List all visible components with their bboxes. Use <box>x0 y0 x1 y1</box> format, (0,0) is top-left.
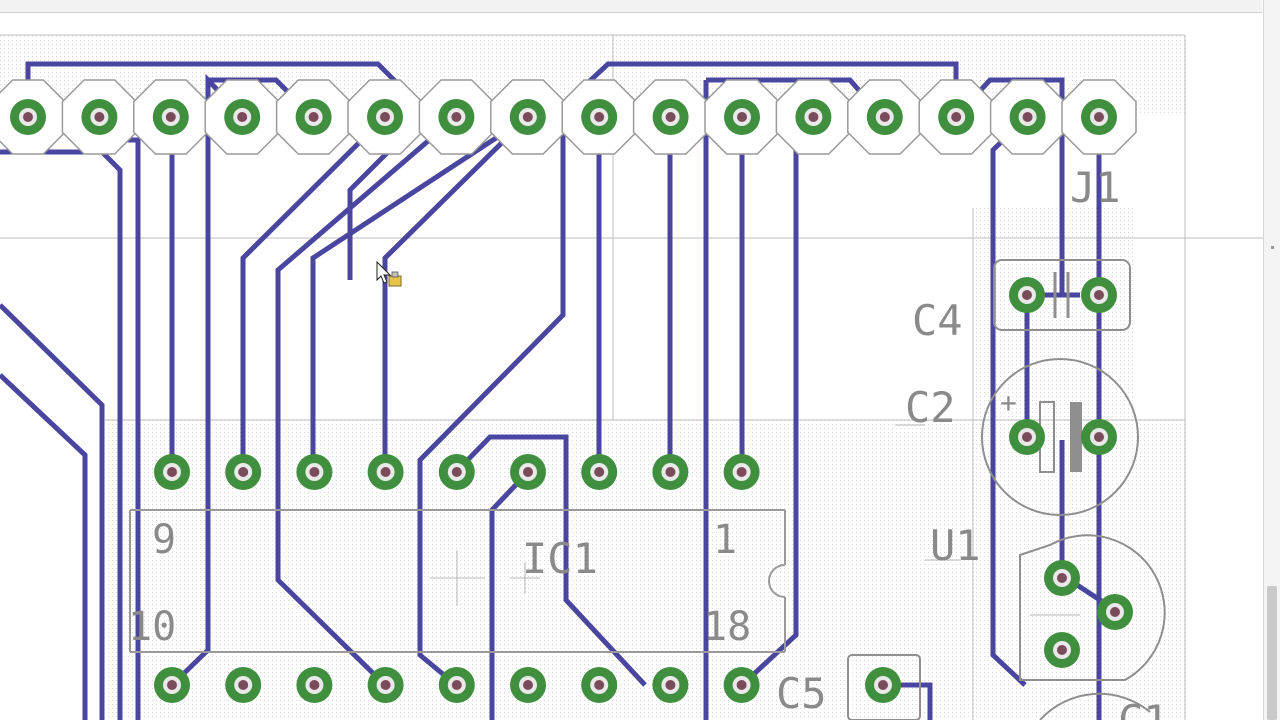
c2-capacitor[interactable] <box>981 358 1139 516</box>
c5-label: C5 <box>776 669 827 718</box>
ic1-pin10-label: 10 <box>128 604 176 650</box>
j1-pad[interactable] <box>0 79 66 155</box>
ic1-pin18-label: 18 <box>703 604 751 650</box>
j1-pad[interactable] <box>847 79 923 155</box>
scroll-marker <box>1271 246 1274 249</box>
j1-pad[interactable] <box>704 79 780 155</box>
ic1-pin9-label: 9 <box>152 517 176 563</box>
origin-markers <box>430 424 1080 616</box>
c4-pad[interactable] <box>1009 277 1045 313</box>
j1-label: J1 <box>1070 163 1121 212</box>
c4-pad[interactable] <box>1081 277 1117 313</box>
j1-pad[interactable] <box>133 79 209 155</box>
u1-pad[interactable] <box>1097 594 1133 630</box>
ic1-outline <box>129 509 786 653</box>
ic1-pad-top[interactable] <box>367 454 404 490</box>
c1-label: C1 <box>1118 696 1169 720</box>
j1-pad[interactable] <box>775 79 852 155</box>
c2-polarity-mark: + <box>1000 386 1017 419</box>
u1-pad[interactable] <box>1044 632 1080 668</box>
j1-pad[interactable] <box>490 79 566 155</box>
j1-pad[interactable] <box>61 79 138 155</box>
c5-pad[interactable] <box>865 667 901 703</box>
ic1-label: IC1 <box>522 534 598 583</box>
ic1-pad-bottom[interactable] <box>581 667 618 703</box>
ic1-pad-bottom[interactable] <box>367 667 404 703</box>
j1-pad[interactable] <box>918 79 994 155</box>
j1-pad[interactable] <box>989 79 1066 155</box>
board-guides <box>0 34 1264 720</box>
ic1-pad-bottom[interactable] <box>438 667 475 703</box>
c4-capacitor[interactable] <box>993 259 1131 331</box>
ic1-pad-bottom[interactable] <box>510 667 546 703</box>
c5-capacitor[interactable] <box>847 654 921 720</box>
ic1-pad-top[interactable] <box>581 454 618 490</box>
c2-label: C2 <box>905 383 956 432</box>
ic1-pad-bottom[interactable] <box>723 667 760 703</box>
j1-pad[interactable] <box>275 79 352 155</box>
u1-regulator[interactable] <box>1019 534 1166 681</box>
j1-header-pads[interactable] <box>0 79 1137 155</box>
ic1-pad-top[interactable] <box>510 454 546 490</box>
j1-pad[interactable] <box>561 79 637 155</box>
discrete-pads[interactable] <box>865 277 1133 703</box>
j1-pad[interactable] <box>1061 79 1137 155</box>
ic1-pad-top[interactable] <box>723 454 760 490</box>
window-top-edge <box>0 0 1262 13</box>
u1-label: U1 <box>930 521 981 570</box>
ic1-pad-bottom[interactable] <box>296 667 333 703</box>
u1-pad[interactable] <box>1044 560 1080 596</box>
j1-pad[interactable] <box>204 79 280 155</box>
ic1-pad-top[interactable] <box>652 454 689 490</box>
ic1-pad-bottom[interactable] <box>225 667 262 703</box>
c2-pad[interactable] <box>1081 419 1117 455</box>
ic1-pads[interactable] <box>154 454 760 703</box>
pointer-with-tool-icon <box>376 260 402 287</box>
ic1-pad-top[interactable] <box>154 454 190 490</box>
j1-pad[interactable] <box>347 79 423 155</box>
ic1-pad-bottom[interactable] <box>154 667 190 703</box>
scrollbar-thumb[interactable] <box>1267 586 1277 720</box>
ic1-pad-top[interactable] <box>225 454 262 490</box>
c2-pad[interactable] <box>1009 419 1045 455</box>
c4-label: C4 <box>912 296 963 345</box>
ic1-pad-top[interactable] <box>438 454 475 490</box>
ic1-pad-top[interactable] <box>296 454 333 490</box>
ic1-pin1-label: 1 <box>713 517 737 563</box>
j1-pad[interactable] <box>632 79 709 155</box>
vertical-scrollbar[interactable] <box>1263 0 1280 720</box>
j1-pad[interactable] <box>418 79 495 155</box>
ic1-pad-bottom[interactable] <box>652 667 689 703</box>
c1-outline <box>1039 692 1151 720</box>
